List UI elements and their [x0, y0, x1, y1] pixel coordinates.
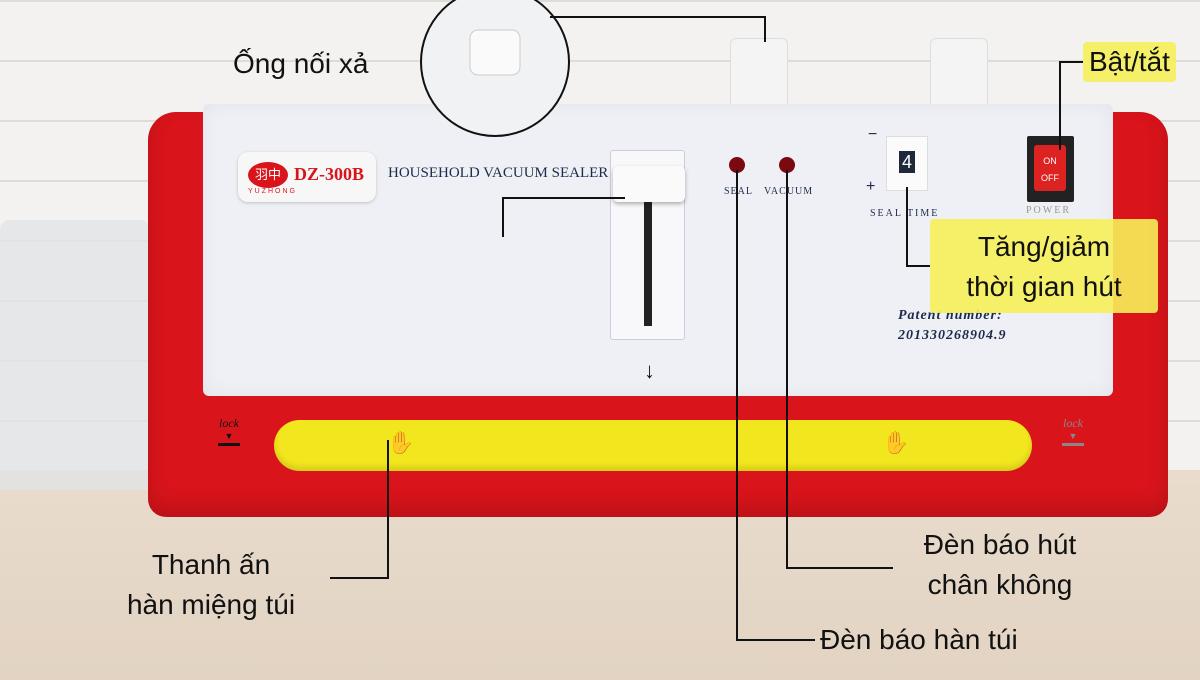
lock-right: lock ▼: [1062, 416, 1084, 446]
vacuum-line: [786, 170, 893, 569]
bar-callout-line2: hàn miệng túi: [126, 589, 296, 620]
seal-led: [729, 157, 745, 173]
power-switch[interactable]: ON OFF: [1027, 136, 1074, 202]
vacuum-callout-line1: Đèn báo hút: [923, 529, 1077, 560]
model-name: DZ-300B: [294, 164, 365, 184]
vacuum-led: [779, 157, 795, 173]
arrow-down-icon: ↓: [644, 358, 655, 383]
patent-number: 201330268904.9: [898, 328, 1007, 343]
time-line: [906, 187, 930, 267]
hand-icon: ✋: [387, 430, 415, 455]
time-callout-line1: Tăng/giảm: [977, 231, 1111, 262]
brand-logo: 羽中 DZ-300B YUZHONG: [238, 152, 376, 202]
power-label: POWER: [1026, 205, 1071, 216]
vacuum-callout: Đèn báo hút chân không: [895, 525, 1105, 605]
exhaust-nozzle-zoom: [469, 29, 521, 76]
vacuum-nozzle: [930, 38, 988, 108]
bar-callout-line1: Thanh ấn: [151, 549, 271, 580]
lock-right-label: lock: [1063, 416, 1083, 430]
side-container: [0, 220, 150, 490]
lock-left: lock ▼: [218, 416, 240, 446]
vacuum-led-label: VACUUM: [764, 186, 814, 197]
bar-line: [330, 440, 389, 579]
lid-slider[interactable]: [613, 166, 685, 202]
switch-on-label: ON: [1043, 156, 1057, 166]
seal-time-dial[interactable]: 4: [886, 136, 928, 191]
power-line: [1059, 61, 1083, 150]
hand-icon: ✋: [882, 430, 910, 455]
logo-mark: 羽中: [248, 162, 288, 188]
lock-left-arrow-icon: ▼: [218, 431, 240, 446]
lock-left-label: lock: [219, 416, 239, 430]
switch-off-label: OFF: [1041, 173, 1059, 183]
brand-name: YUZHONG: [248, 188, 297, 195]
plus-sign: +: [866, 178, 876, 195]
seal-callout: Đèn báo hàn túi: [820, 624, 1018, 655]
power-callout: Bật/tắt: [1083, 42, 1176, 82]
patent-info: Patent number: 201330268904.9: [898, 306, 1007, 346]
time-callout: Tăng/giảm thời gian hút: [930, 219, 1158, 313]
minus-sign: −: [868, 126, 878, 143]
bar-callout: Thanh ấn hàn miệng túi: [96, 545, 326, 625]
exhaust-line: [550, 16, 766, 42]
power-rocker[interactable]: ON OFF: [1034, 145, 1066, 191]
slider-line: [502, 197, 625, 237]
vacuum-callout-line2: chân không: [927, 569, 1073, 600]
product-title: HOUSEHOLD VACUUM SEALER: [388, 165, 609, 181]
lock-right-arrow-icon: ▼: [1062, 431, 1084, 446]
slider-track: [644, 191, 652, 326]
seal-line: [736, 170, 815, 641]
time-callout-line2: thời gian hút: [966, 271, 1122, 302]
seal-time-value: 4: [899, 151, 915, 173]
seal-press-bar[interactable]: ✋ ✋: [274, 420, 1032, 471]
exhaust-callout: Ống nối xả: [233, 48, 369, 79]
seal-time-label: SEAL TIME: [870, 208, 940, 219]
